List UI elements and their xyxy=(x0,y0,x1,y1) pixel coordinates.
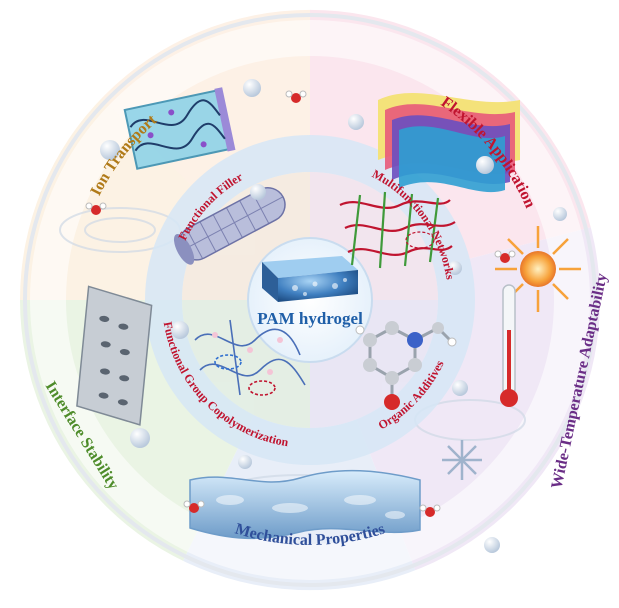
snowflake-icon xyxy=(442,440,482,480)
organic-molecule-icon xyxy=(355,321,457,410)
outer-ring xyxy=(23,13,597,587)
sun-icon xyxy=(495,226,581,312)
ion-channel-icon xyxy=(123,87,236,170)
copolymer-chain-icon xyxy=(194,319,306,396)
outer-label-band xyxy=(30,20,590,580)
porous-interface-icon xyxy=(76,285,153,426)
bubbles xyxy=(100,79,567,553)
water-molecule-icon xyxy=(85,90,516,517)
center-title: PAM hydrogel xyxy=(257,309,363,328)
polymer-network-icon xyxy=(339,191,456,269)
hydrogel-block-icon xyxy=(262,256,358,302)
thermometer-icon xyxy=(500,284,518,407)
stretched-gel-icon xyxy=(189,469,421,540)
